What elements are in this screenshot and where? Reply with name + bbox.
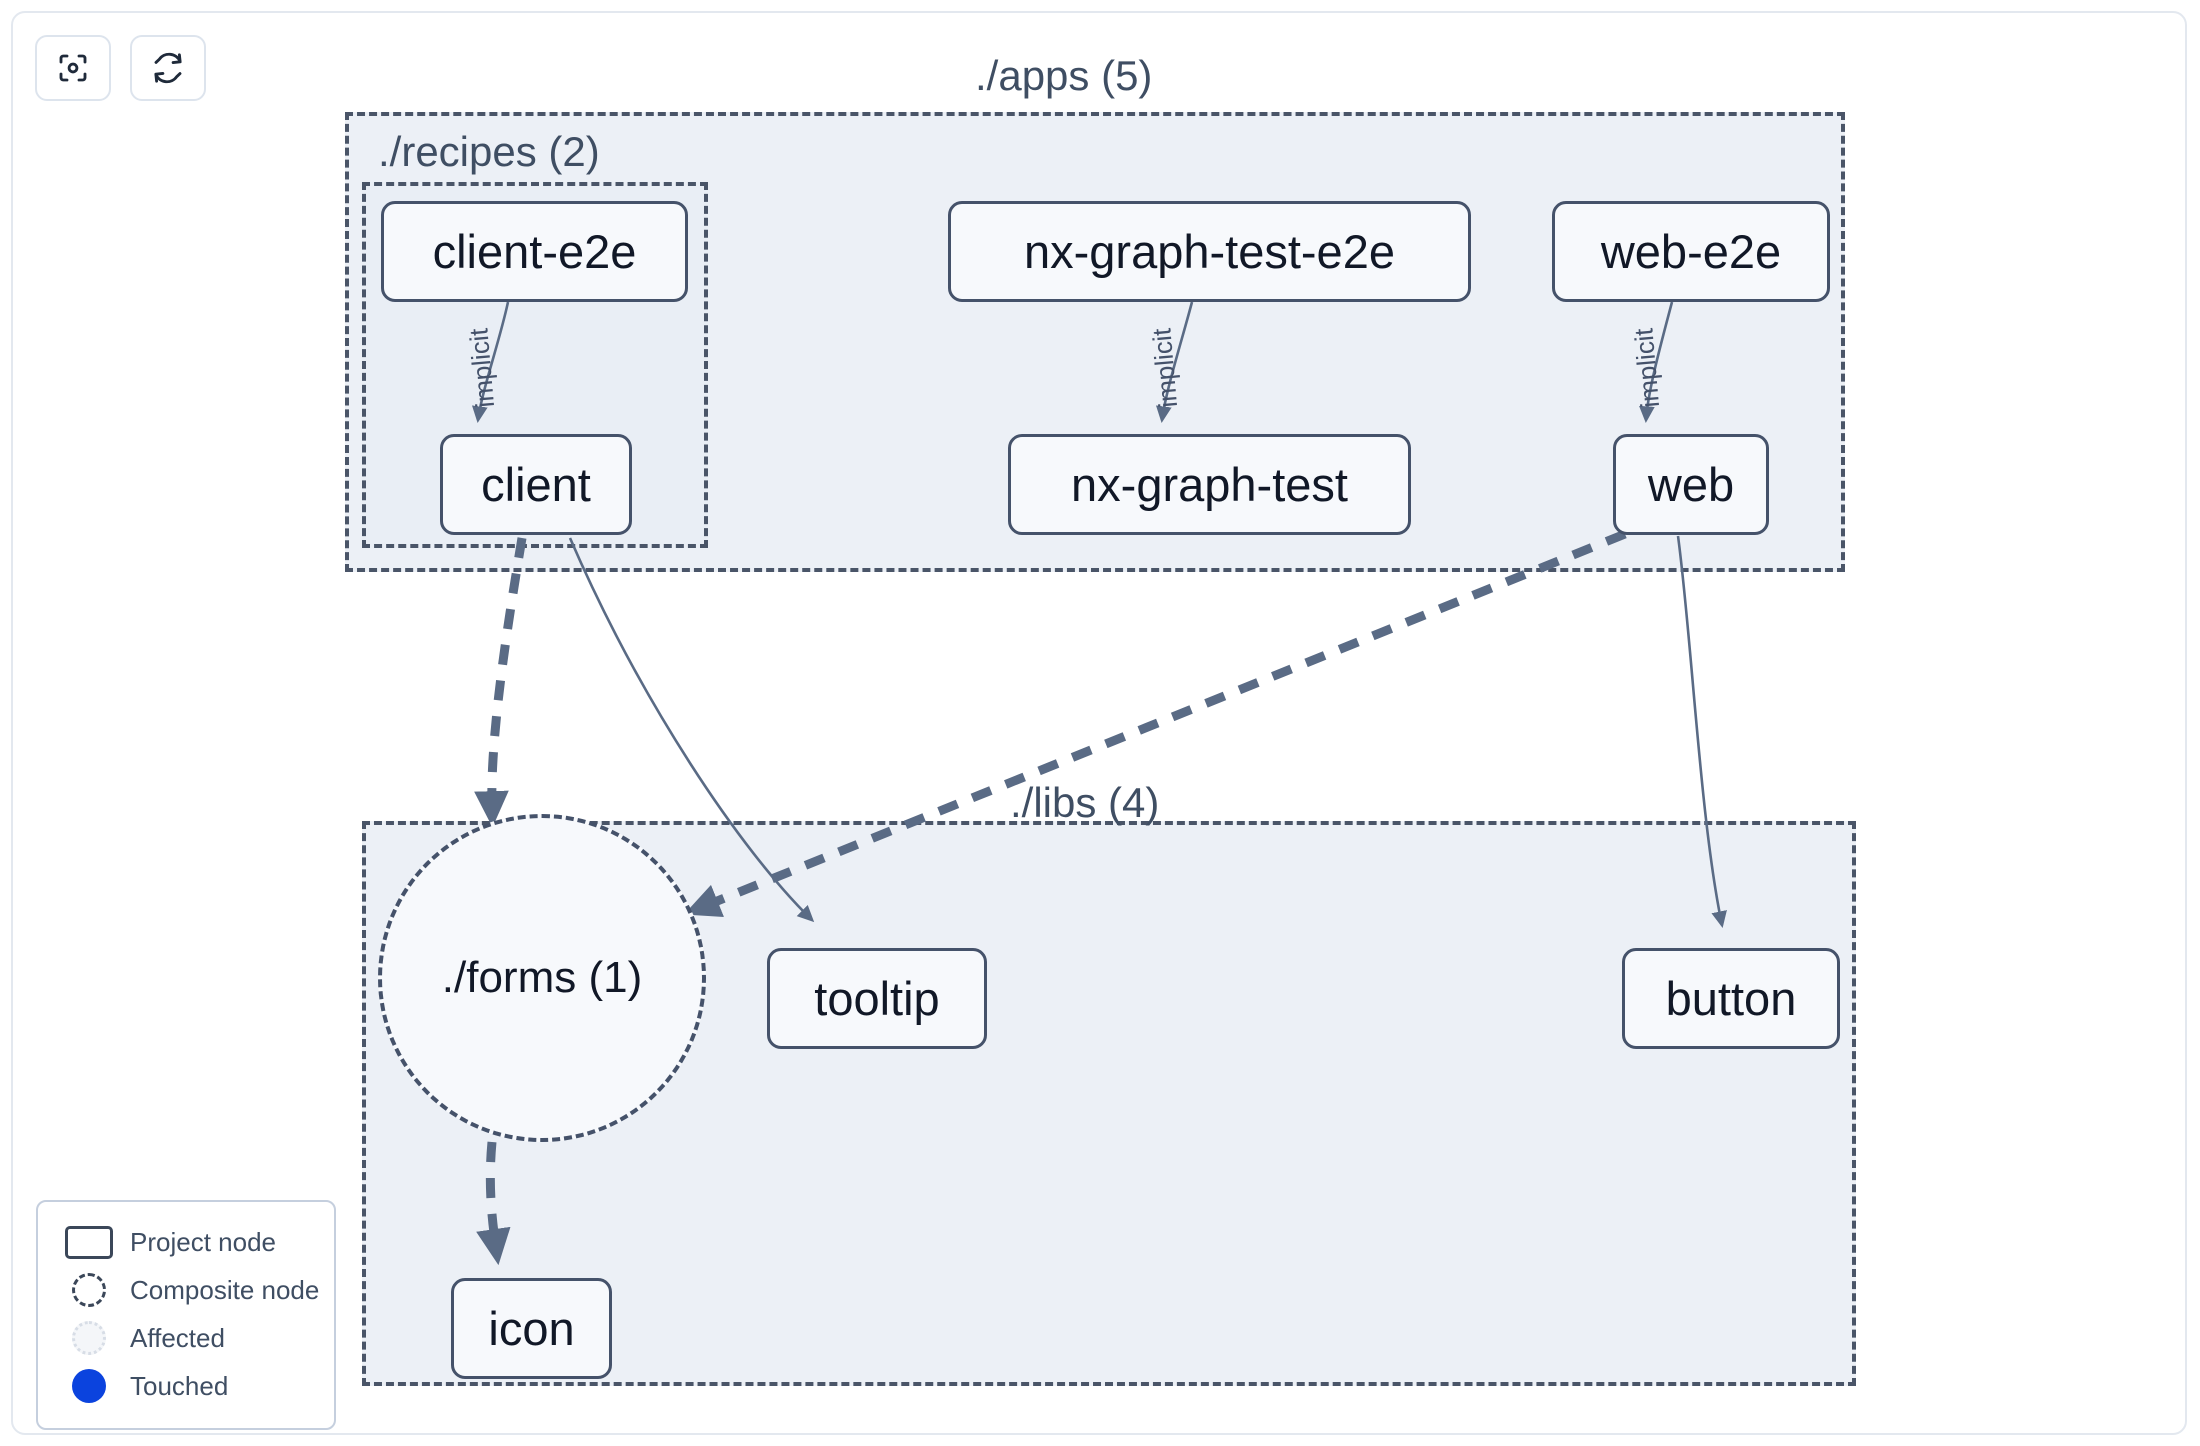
focus-graph-button[interactable] xyxy=(35,35,111,101)
node-web[interactable]: web xyxy=(1613,434,1769,535)
refresh-graph-button[interactable] xyxy=(130,35,206,101)
node-nx-graph-test-e2e[interactable]: nx-graph-test-e2e xyxy=(948,201,1471,302)
edge-client-to-forms xyxy=(474,537,527,828)
node-client-e2e[interactable]: client-e2e xyxy=(381,201,688,302)
edge-label-nx-graph-test-e2e-to-nx-graph-test: implicit xyxy=(1146,327,1184,409)
edge-web-to-forms xyxy=(683,529,1627,917)
edge-label-client-e2e-to-client: implicit xyxy=(463,327,501,409)
graph-legend: Project node Composite node Affected Tou… xyxy=(36,1200,336,1430)
node-icon[interactable]: icon xyxy=(451,1278,612,1379)
edge-client-e2e-to-client xyxy=(471,301,510,424)
legend-label-project-node: Project node xyxy=(130,1227,276,1257)
focus-target-icon xyxy=(55,50,91,86)
edge-forms-to-icon xyxy=(476,1141,511,1266)
edge-client-to-tooltip xyxy=(568,537,815,923)
node-button[interactable]: button xyxy=(1622,948,1840,1049)
edge-label-web-e2e-to-web: implicit xyxy=(1628,327,1666,409)
edge-web-to-button xyxy=(1676,535,1727,928)
composite-node-swatch xyxy=(58,1273,120,1307)
node-web-e2e[interactable]: web-e2e xyxy=(1552,201,1830,302)
legend-item-composite-node: Composite node xyxy=(58,1266,319,1314)
legend-label-affected: Affected xyxy=(130,1323,225,1353)
legend-item-touched: Touched xyxy=(58,1362,314,1410)
project-node-swatch xyxy=(58,1225,120,1259)
node-forms[interactable]: ./forms (1) xyxy=(378,814,706,1142)
node-tooltip[interactable]: tooltip xyxy=(767,948,987,1049)
group-label-libs: ./libs (4) xyxy=(1010,779,1160,826)
edge-nx-graph-test-e2e-to-nx-graph-test xyxy=(1155,301,1194,424)
group-label-recipes: ./recipes (2) xyxy=(378,128,600,175)
graph-toolbar xyxy=(35,35,206,101)
legend-label-composite-node: Composite node xyxy=(130,1275,320,1305)
node-client[interactable]: client xyxy=(440,434,632,535)
edge-web-e2e-to-web xyxy=(1639,301,1674,424)
node-nx-graph-test[interactable]: nx-graph-test xyxy=(1008,434,1411,535)
refresh-icon xyxy=(150,50,186,86)
legend-item-affected: Affected xyxy=(58,1314,314,1362)
legend-label-touched: Touched xyxy=(130,1371,229,1401)
group-label-apps: ./apps (5) xyxy=(975,52,1153,99)
touched-swatch xyxy=(58,1369,120,1403)
legend-item-project-node: Project node xyxy=(58,1218,314,1266)
affected-swatch xyxy=(58,1321,120,1355)
